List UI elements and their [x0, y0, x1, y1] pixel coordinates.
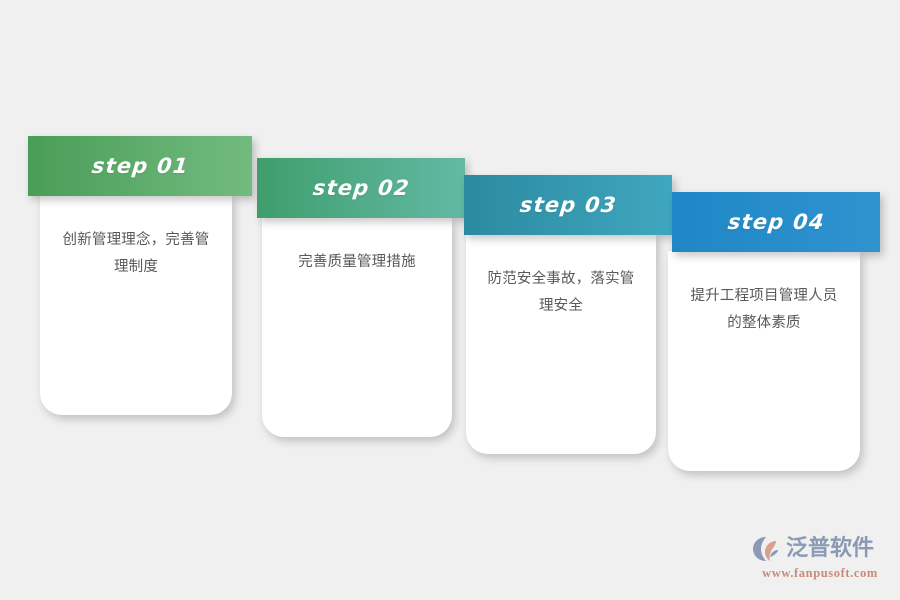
step-card-3: 防范安全事故，落实管 理安全	[466, 234, 656, 454]
step-card-text-4: 提升工程项目管理人员 的整体素质	[690, 288, 838, 331]
step-card-2: 完善质量管理措施	[262, 217, 452, 437]
step-banner-2[interactable]: step 02	[257, 158, 465, 218]
step-banner-label-2: step 02	[311, 176, 411, 200]
step-card-4: 提升工程项目管理人员 的整体素质	[668, 251, 860, 471]
step-banner-label-3: step 03	[518, 193, 618, 217]
step-card-text-1: 创新管理理念，完善管 理制度	[62, 232, 210, 275]
watermark-brand-name: 泛普软件	[786, 536, 875, 561]
step-card-text-2: 完善质量管理措施	[298, 254, 416, 270]
step-banner-4[interactable]: step 04	[672, 192, 880, 252]
step-banner-1[interactable]: step 01	[28, 136, 252, 196]
watermark-brand-row: 泛普软件	[752, 533, 892, 565]
step-banner-label-1: step 01	[90, 154, 190, 178]
step-card-text-3: 防范安全事故，落实管 理安全	[487, 271, 635, 314]
fanpu-logo-icon	[752, 535, 782, 563]
watermark: 泛普软件 www.fanpusoft.com	[752, 533, 892, 585]
step-banner-3[interactable]: step 03	[464, 175, 672, 235]
watermark-url: www.fanpusoft.com	[762, 566, 878, 580]
step-card-1: 创新管理理念，完善管 理制度	[40, 195, 232, 415]
step-banner-label-4: step 04	[726, 210, 826, 234]
